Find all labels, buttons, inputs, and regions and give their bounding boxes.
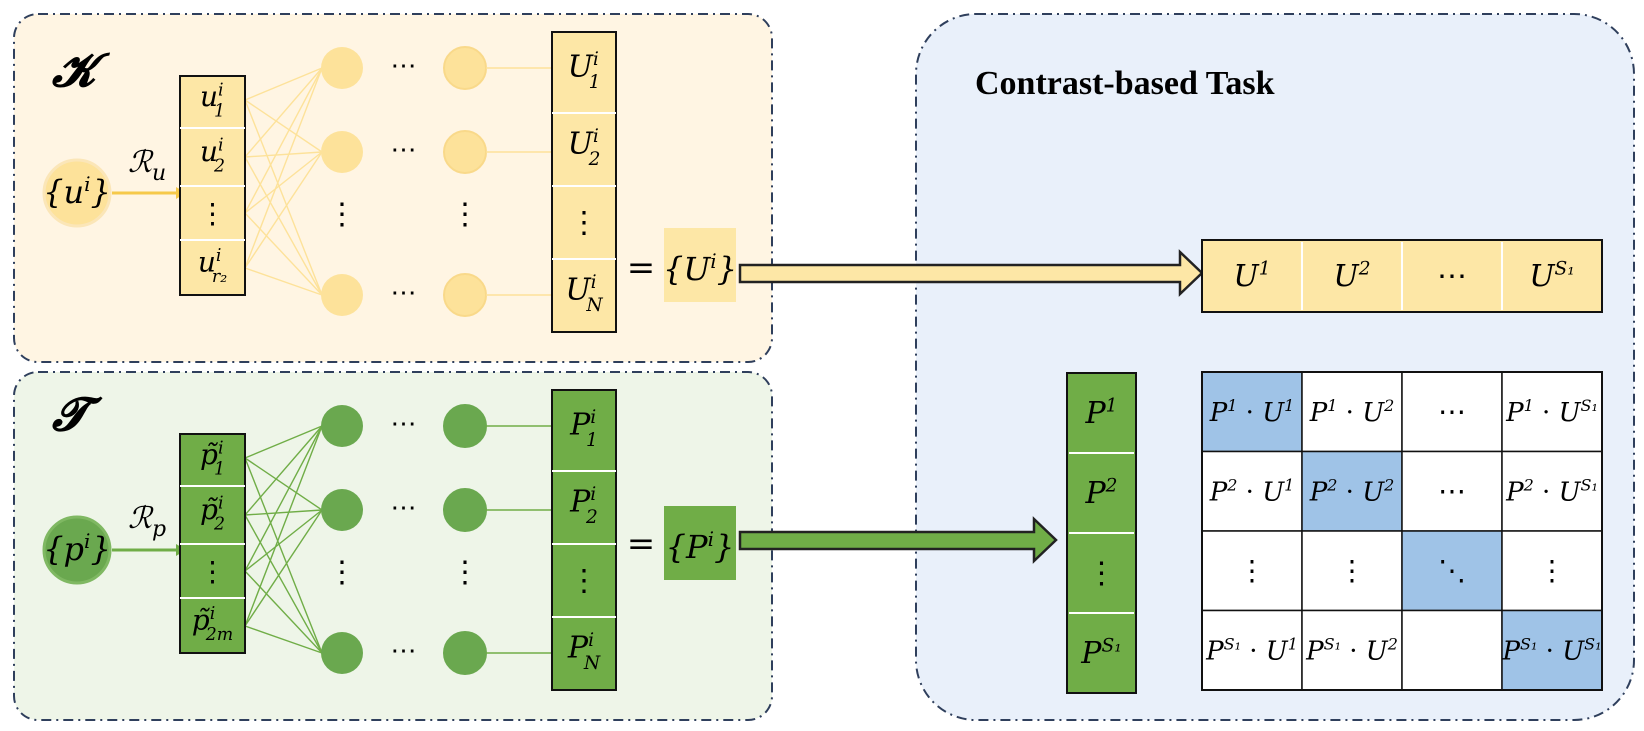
u-row-cell-3: ⋯ [1437,259,1467,294]
top-node-l2-3 [443,273,487,317]
contrast-title: Contrast-based Task [975,65,1275,102]
top-source-label: {ui} [43,172,111,211]
bottom-hdots-1: ⋯ [391,409,417,439]
matrix-cell-label-2-1: P2 · U1 [1209,475,1295,507]
matrix-cell-label-4-2: PS₁ · U2 [1305,634,1398,666]
bottom-equals: = [627,524,656,564]
bottom-vdots-col-1: ⋮ [327,555,357,590]
matrix-cell-3-3 [1401,530,1503,612]
p-col-cell-1: P1 [1084,396,1117,431]
matrix-cell-2-1 [1201,450,1303,532]
bottom-node-l1-3 [321,632,363,674]
matrix-cell-label-3-4: ⋮ [1538,554,1566,587]
matrix-cell-1-2 [1301,371,1403,453]
bottom-source-node [42,515,112,585]
bottom-relation-label: ℛp [128,501,166,542]
top-vdots-col-1: ⋮ [327,197,357,232]
matrix-cell-label-2-2: P2 · U2 [1309,475,1395,507]
top-source-node [42,158,112,228]
matrix-cell-label-3-3: ⋱ [1438,554,1466,587]
top-hdots-1: ⋯ [391,51,417,81]
top-hdots-2: ⋯ [391,135,417,165]
matrix-cell-label-3-2: ⋮ [1338,554,1366,587]
top-relation-label: ℛu [128,145,166,186]
bottom-hdots-2: ⋯ [391,493,417,523]
top-node-l1-1 [321,47,363,89]
bottom-vdots-col-2: ⋮ [450,555,480,590]
top-equals: = [627,248,656,288]
bottom-result-box [664,506,736,580]
matrix-cell-label-1-1: P1 · U1 [1209,396,1295,428]
bottom-node-l1-2 [321,489,363,531]
bottom-node-l2-1 [443,404,487,448]
u-row-cell-4: US₁ [1529,259,1575,294]
top-vdots-col-2: ⋮ [450,197,480,232]
top-feature-3: ⋮ [199,197,227,230]
top-hdots-3: ⋯ [391,278,417,308]
p-col-cell-2: P2 [1084,476,1117,511]
bottom-node-l2-2 [443,488,487,532]
matrix-cell-4-1 [1201,609,1303,691]
u-row-cell-2: U2 [1333,259,1370,294]
matrix-cell-4-3 [1401,609,1503,691]
bottom-hdots-3: ⋯ [391,636,417,666]
bottom-source-label: {pi} [43,529,111,568]
matrix-cell-label-1-2: P1 · U2 [1309,396,1395,428]
top-node-l1-3 [321,274,363,316]
bottom-node-l1-1 [321,405,363,447]
matrix-cell-3-4 [1501,530,1603,612]
top-to-u-row-arrow [738,249,1204,297]
similarity-matrix: P1 · U1 P1 · U2 ⋯ P1 · US₁ P2 · U1 P2 · U2 ⋯ P2… [1201,371,1603,691]
matrix-cell-label-1-3: ⋯ [1438,395,1466,428]
bottom-result-label: {Pi} [666,527,735,566]
matrix-cell-label-1-4: P1 · US₁ [1505,396,1598,428]
top-result-label: {Ui} [663,249,737,288]
matrix-cell-label-2-4: P2 · US₁ [1505,475,1598,507]
u-row: U1 U2 ⋯ US₁ [1201,239,1603,313]
matrix-cell-label-4-1: PS₁ · U1 [1205,634,1298,666]
matrix-cell-1-4 [1501,371,1603,453]
top-node-l1-2 [321,131,363,173]
top-node-l2-2 [443,130,487,174]
top-output-3: ⋮ [569,206,599,241]
bottom-to-p-col-arrow [738,516,1058,564]
top-node-l2-1 [443,46,487,90]
u-row-cell-1: U1 [1233,259,1270,294]
bottom-output-3: ⋮ [569,564,599,599]
bottom-node-l2-3 [443,631,487,675]
matrix-cell-label-4-4: PS₁ · US₁ [1502,634,1602,666]
top-result-box [664,228,736,302]
p-col-cell-3: ⋮ [1087,556,1117,591]
p-col-cell-4: PS₁ [1080,636,1121,671]
matrix-cell-2-4 [1501,450,1603,532]
matrix-cell-label-3-1: ⋮ [1238,554,1266,587]
matrix-cell-1-1 [1201,371,1303,453]
bottom-feature-3: ⋮ [199,555,227,588]
matrix-cell-label-2-3: ⋯ [1438,474,1466,507]
matrix-cell-3-2 [1301,530,1403,612]
